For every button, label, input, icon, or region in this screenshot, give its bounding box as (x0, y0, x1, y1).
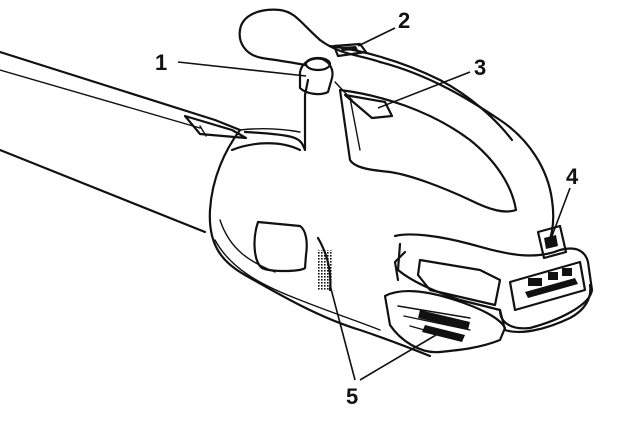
battery-pack (393, 233, 594, 333)
trigger (343, 93, 394, 120)
speed-knob (298, 56, 334, 96)
side-panel (253, 220, 308, 273)
vent-left (316, 236, 332, 292)
blower-housing (208, 78, 432, 358)
handle (238, 8, 555, 247)
lock-button (332, 42, 368, 58)
callout-5: 5 (346, 384, 358, 409)
callout-1: 1 (155, 50, 167, 75)
leader-lines (177, 27, 571, 381)
callout-2: 2 (398, 8, 410, 33)
callout-3: 3 (474, 55, 486, 80)
vent-lower (383, 289, 507, 354)
blower-tube (0, 50, 248, 234)
callout-4: 4 (566, 164, 579, 189)
battery-release (536, 224, 568, 260)
